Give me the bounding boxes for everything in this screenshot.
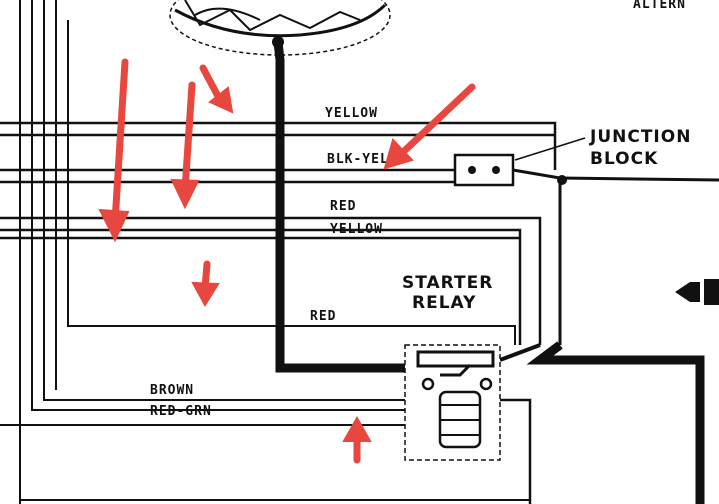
annotation-arrows: [98, 58, 476, 464]
horizontal-wires: [0, 121, 557, 345]
arrow-1: [98, 58, 130, 243]
arrow-2: [170, 81, 200, 210]
arrow-5: [191, 260, 220, 307]
plug-connector: [675, 279, 719, 305]
arrow-6: [342, 415, 372, 464]
label-yellow-top: YELLOW: [325, 106, 378, 121]
starter-relay: [404, 344, 532, 504]
label-red-2: RED: [310, 309, 336, 324]
main-wire-thick: [273, 41, 410, 373]
arrow-4: [383, 83, 476, 170]
junction-block: [453, 137, 719, 345]
label-blk-yel: BLK-YEL: [327, 152, 389, 167]
left-wire-bundle: [19, 0, 516, 504]
alternator-label: ALTERN: [633, 0, 686, 12]
starter-label-line1: STARTER: [402, 273, 493, 293]
arrow-3: [199, 64, 234, 114]
label-brown: BROWN: [150, 383, 194, 398]
label-red-grn: RED-GRN: [150, 404, 212, 419]
starter-label-line2: RELAY: [412, 293, 476, 313]
label-yellow-2: YELLOW: [330, 222, 383, 237]
junction-label-line1: JUNCTION: [589, 127, 691, 147]
junction-label-line2: BLOCK: [590, 149, 658, 169]
label-red-1: RED: [330, 199, 356, 214]
right-wires: [499, 190, 705, 504]
